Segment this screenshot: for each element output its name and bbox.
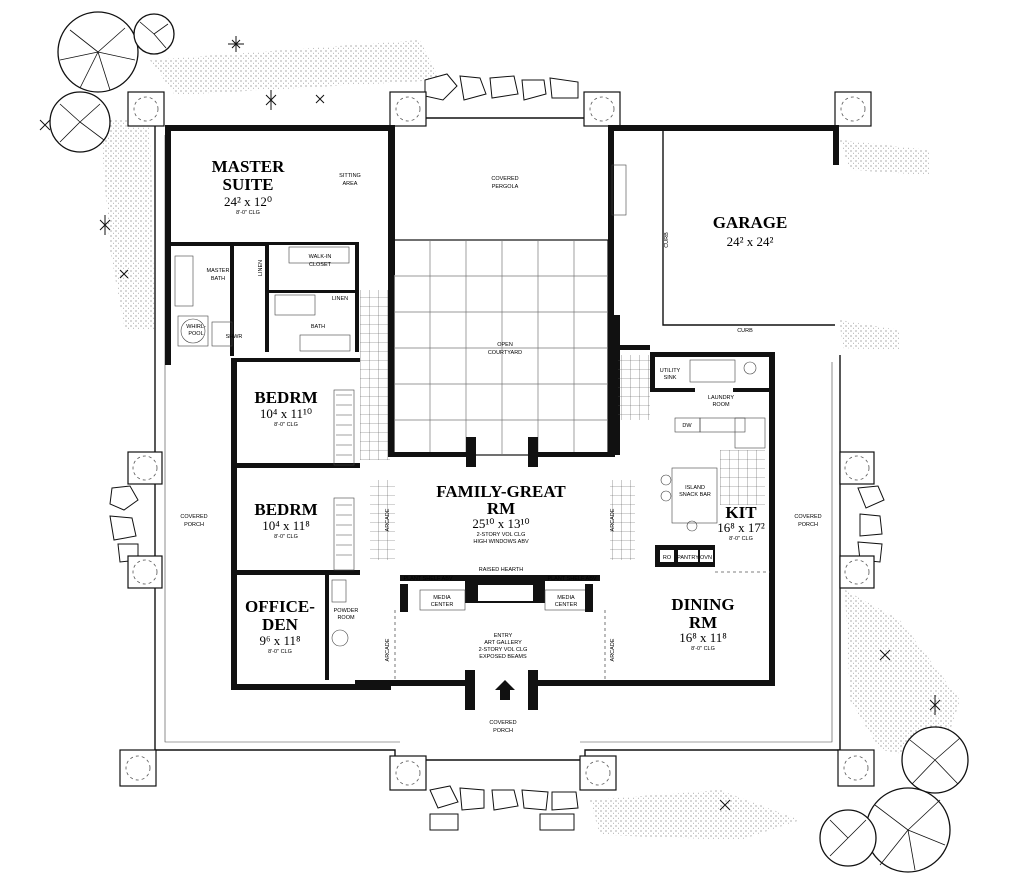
sitting-area-1: SITTING — [339, 173, 361, 179]
tree-top-left — [49, 11, 175, 153]
master-suite-dim: 24² x 12⁰ — [224, 194, 272, 209]
dw-label: DW — [682, 423, 692, 429]
office-den-dim: 9⁶ x 11⁸ — [259, 633, 301, 648]
master-bath-1: MASTER — [207, 268, 230, 274]
office-den-title-1: OFFICE- — [245, 597, 315, 616]
arcade-4: ARCADE — [610, 638, 616, 661]
bedrm-2-note: 8'-0" CLG — [274, 534, 298, 540]
office-den-note: 8'-0" CLG — [268, 649, 292, 655]
curb-1: CURB — [664, 232, 670, 248]
walk-in-closet-1: WALK-IN — [309, 254, 332, 260]
media-center-1a: MEDIA — [433, 595, 451, 601]
shrubs — [39, 36, 941, 811]
arcade-1: ARCADE — [385, 508, 391, 531]
courtyard-1: OPEN — [497, 342, 513, 348]
porch-right-2: PORCH — [798, 522, 818, 528]
plant-shelf-1: PLANT SHELF ABV — [403, 576, 452, 582]
entry-arrow-icon — [495, 680, 515, 700]
labels: MASTER SUITE 24² x 12⁰ 8'-0" CLG SITTING… — [180, 157, 821, 734]
bedrm-2-title: BEDRM — [254, 500, 317, 519]
entry-4: EXPOSED BEAMS — [479, 654, 527, 660]
bedrm-2-dim: 10⁴ x 11⁸ — [262, 518, 310, 533]
dining-dim: 16⁸ x 11⁸ — [679, 630, 727, 645]
ro-label: RO — [663, 555, 672, 561]
utility-sink-2: SINK — [664, 375, 677, 381]
arcade-2: ARCADE — [610, 508, 616, 531]
family-room-dim: 25¹⁰ x 13¹⁰ — [472, 516, 529, 531]
linen-1: LINEN — [258, 260, 264, 276]
porch-left-2: PORCH — [184, 522, 204, 528]
kit-note: 8'-0" CLG — [729, 536, 753, 542]
ovn-label: OVN — [700, 555, 712, 561]
sitting-area-2: AREA — [343, 181, 358, 187]
laundry-1: LAUNDRY — [708, 395, 735, 401]
family-room-title-1: FAMILY-GREAT — [436, 482, 566, 501]
bedrm-1-dim: 10⁴ x 11¹⁰ — [260, 406, 312, 421]
flagstone-top — [424, 73, 579, 101]
great-room-walls — [355, 480, 775, 710]
master-suite-note: 8'-0" CLG — [236, 210, 260, 216]
flagstone-right — [857, 485, 885, 563]
courtyard-2: COURTYARD — [488, 350, 522, 356]
landscape-stipple — [100, 40, 960, 840]
flagstone-left — [109, 485, 139, 563]
island-1: ISLAND — [685, 485, 705, 491]
dining-title-2: RM — [689, 613, 717, 632]
media-center-2b: CENTER — [555, 602, 578, 608]
laundry-2: ROOM — [712, 402, 730, 408]
pantry-label: PANTRY — [677, 555, 699, 561]
master-suite-title-1: MASTER — [212, 157, 285, 176]
porch-front-1: COVERED — [489, 720, 516, 726]
courtyard — [388, 125, 615, 467]
tree-bottom-right — [819, 726, 969, 873]
whirlpool-2: POOL — [188, 331, 203, 337]
media-center-2a: MEDIA — [557, 595, 575, 601]
porch-left-1: COVERED — [180, 514, 207, 520]
pergola-2: PERGOLA — [492, 184, 519, 190]
porch-posts — [119, 91, 875, 791]
plant-shelf-2: PLANT SHELF ABV — [547, 576, 596, 582]
media-center-1b: CENTER — [431, 602, 454, 608]
linen-2: LINEN — [332, 296, 348, 302]
family-room-note-2: HIGH WINDOWS ABV — [473, 539, 529, 545]
garage-walls — [610, 125, 839, 455]
bedroom-wing-walls — [231, 290, 391, 690]
dining-note: 8'-0" CLG — [691, 646, 715, 652]
family-room-title-2: RM — [487, 499, 515, 518]
master-suite-title-2: SUITE — [222, 175, 273, 194]
entry-2: ART GALLERY — [484, 640, 522, 646]
kit-title: KIT — [725, 503, 757, 522]
powder-room-2: ROOM — [337, 615, 355, 621]
island-2: SNACK BAR — [679, 492, 711, 498]
porch-front-2: PORCH — [493, 728, 513, 734]
kit-dim: 16⁸ x 17² — [717, 520, 765, 535]
dining-title-1: DINING — [671, 595, 734, 614]
master-bath-2: BATH — [211, 276, 225, 282]
garage-dim: 24² x 24² — [727, 234, 774, 249]
utility-sink-1: UTILITY — [660, 368, 681, 374]
walk-in-closet-2: CLOSET — [309, 262, 332, 268]
raised-hearth: RAISED HEARTH — [479, 567, 524, 573]
bedrm-1-title: BEDRM — [254, 388, 317, 407]
pergola-1: COVERED — [491, 176, 518, 182]
garage-title: GARAGE — [713, 213, 788, 232]
office-den-title-2: DEN — [262, 615, 299, 634]
bath-label: BATH — [311, 324, 325, 330]
porch-right-1: COVERED — [794, 514, 821, 520]
bedrm-1-note: 8'-0" CLG — [274, 422, 298, 428]
powder-room-1: POWDER — [334, 608, 359, 614]
entry-1: ENTRY — [494, 633, 513, 639]
arcade-3: ARCADE — [385, 638, 391, 661]
shower-label: SHWR — [226, 334, 243, 340]
whirlpool-1: WHIRL- — [186, 324, 206, 330]
kitchen-walls — [618, 352, 775, 686]
curb-2: CURB — [737, 328, 753, 334]
family-room-note-1: 2-STORY VOL CLG — [477, 532, 526, 538]
entry-3: 2-STORY VOL CLG — [479, 647, 528, 653]
flagstone-bottom — [429, 785, 579, 831]
